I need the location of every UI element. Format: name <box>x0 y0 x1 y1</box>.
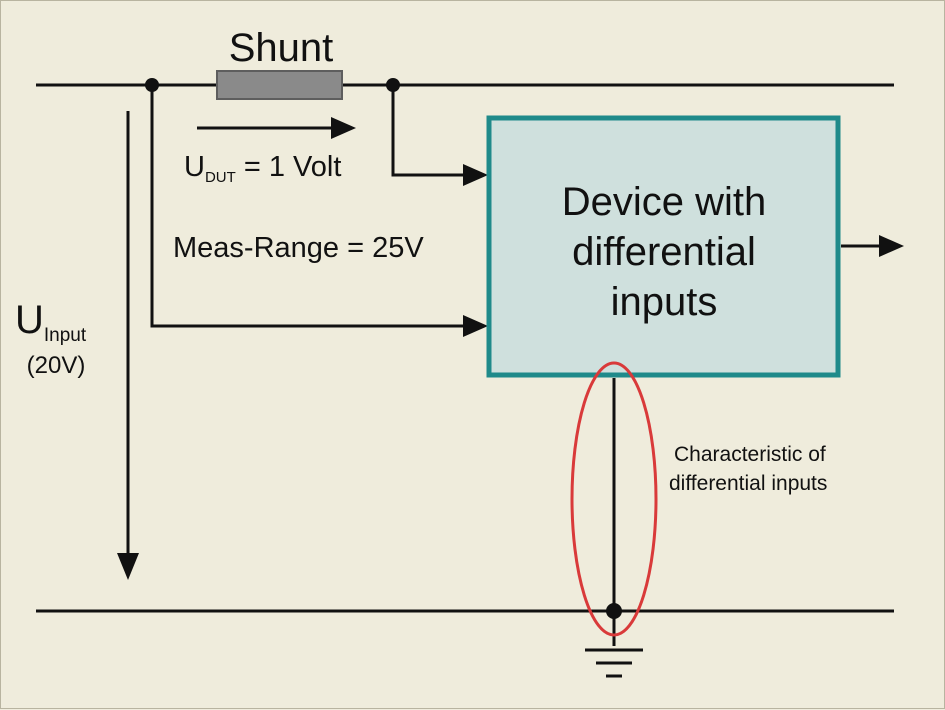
ground-node <box>606 603 622 619</box>
device-label-line2: differential <box>572 230 756 274</box>
uinput-sub: Input <box>44 325 87 346</box>
output-arrowhead <box>879 235 904 257</box>
annotation-line2: differential inputs <box>669 472 827 495</box>
device-box <box>486 115 841 378</box>
meas-range-label: Meas-Range = 25V <box>173 232 424 264</box>
udut-arrowhead <box>331 117 356 139</box>
upper-input-arrow <box>463 164 488 186</box>
uinput-arrowhead <box>117 553 139 580</box>
udut-sub: DUT <box>205 169 236 186</box>
uinput-main: U <box>15 298 44 342</box>
uinput-label: UInput <box>15 298 87 346</box>
annotation-line1: Characteristic of <box>674 443 826 466</box>
device-label-line3: inputs <box>611 280 718 324</box>
udut-label: UDUT = 1 Volt <box>184 151 341 186</box>
lower-input-arrow <box>463 315 488 337</box>
shunt-resistor <box>216 70 343 100</box>
udut-rest: = 1 Volt <box>236 151 342 183</box>
shunt-label: Shunt <box>229 26 334 70</box>
uinput-value: (20V) <box>27 352 86 379</box>
wire-to-upper-input <box>391 85 471 177</box>
udut-main: U <box>184 151 205 183</box>
device-label-line1: Device with <box>562 180 767 224</box>
highlight-ellipse <box>570 361 658 637</box>
wire-to-lower-input <box>150 85 471 328</box>
